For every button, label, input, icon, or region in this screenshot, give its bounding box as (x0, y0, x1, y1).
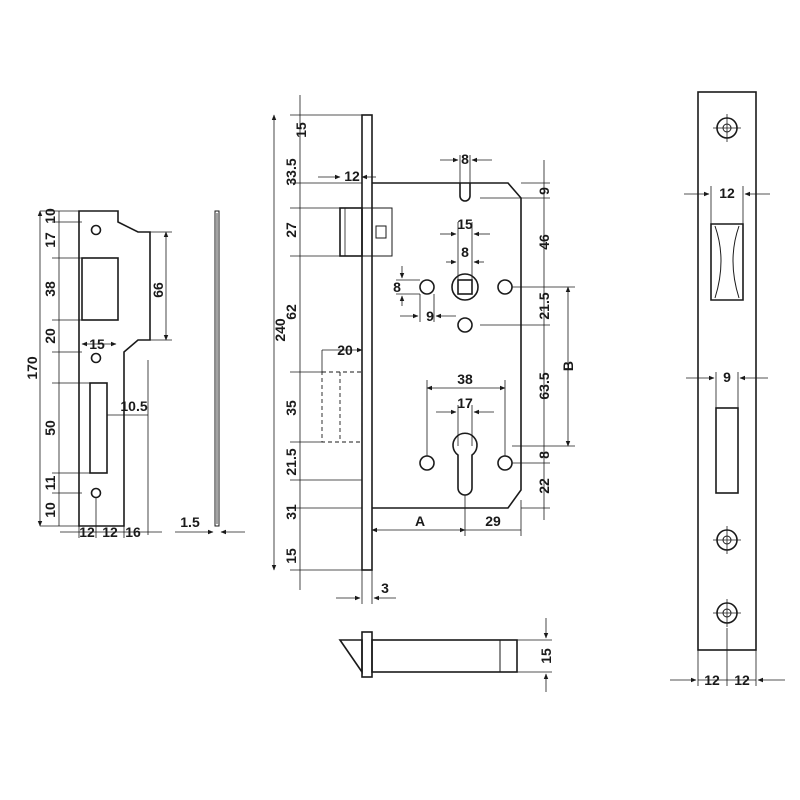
square-inner-label: 8 (461, 244, 469, 260)
screw-horizontal-label: 9 (426, 308, 434, 324)
strike-bolt-hole-label: 66 (150, 282, 166, 298)
screw-vertical-label: 8 (393, 279, 401, 295)
lock-overall-height-label: 240 (272, 318, 288, 342)
screw-hole-icon (90, 224, 102, 236)
cylinder-span-label: 38 (457, 371, 473, 387)
lock-right-seg-label: 21.5 (536, 292, 552, 319)
strike-side-view: 1.5 (175, 210, 245, 535)
lock-faceplate (361, 114, 373, 571)
faceplate-thickness-label: 3 (381, 580, 389, 596)
bolt-height-label: 15 (538, 648, 554, 664)
lock-seg-label: 15 (293, 122, 309, 138)
lock-seg-label: 27 (283, 222, 299, 238)
lock-seg-label: 62 (283, 304, 299, 320)
spindle-slot (459, 183, 471, 202)
lock-seg-label: 21.5 (283, 448, 299, 475)
screw-hole-icon (90, 487, 102, 499)
screw-hole-icon (90, 352, 102, 364)
lock-right-seg-label: 8 (536, 451, 552, 459)
lock-seg-label: 15 (283, 548, 299, 564)
square-size-label: 15 (457, 216, 473, 232)
lock-right-seg-label: 22 (536, 478, 552, 494)
lock-body: 240 15 33.5 27 62 35 21.5 31 15 12 20 3 … (271, 95, 576, 604)
strike-seg-label: 50 (42, 420, 58, 436)
strike-seg-label: 10 (42, 208, 58, 224)
deadbolt-ghost (321, 371, 363, 443)
lock-case-outline (372, 182, 522, 509)
strike-width-label: 16 (125, 524, 141, 540)
faceplate-slot-top-label: 12 (719, 185, 735, 201)
strike-width-label: 12 (102, 524, 118, 540)
lock-seg-label: 35 (283, 400, 299, 416)
latch-bolt (339, 207, 363, 257)
lock-seg-label: 33.5 (283, 158, 299, 185)
screw-hole-icon (419, 279, 435, 295)
strike-bolt-slot (89, 382, 108, 474)
faceplate-latch-slot (710, 223, 744, 301)
strike-seg-label: 17 (42, 232, 58, 248)
strike-slot-offset-label: 10.5 (120, 398, 147, 414)
latch-width-label: 12 (344, 168, 360, 184)
screw-hole-icon (457, 317, 473, 333)
lock-right-seg-label: 46 (536, 234, 552, 250)
faceplate-bolt-slot (715, 407, 739, 494)
lock-right-seg-label: 63.5 (536, 372, 552, 399)
follower-square (457, 279, 473, 295)
strike-overall-height-label: 170 (24, 356, 40, 380)
strike-side-profile (214, 210, 220, 527)
lock-seg-label: 31 (283, 504, 299, 520)
strike-seg-label: 10 (42, 502, 58, 518)
strike-gap-label: 15 (89, 336, 105, 352)
faceplate-view: 12 9 12 12 (670, 91, 785, 688)
distance-label: B (560, 361, 576, 371)
strike-seg-label: 11 (42, 475, 58, 490)
strike-width-label: 12 (79, 524, 95, 540)
cylinder-width-label: 17 (457, 395, 473, 411)
screw-hole-icon (497, 279, 513, 295)
faceplate-width-label: 12 (734, 672, 750, 688)
strike-seg-label: 38 (42, 281, 58, 297)
bolt-head (338, 639, 363, 675)
right-margin-label: 29 (485, 513, 501, 529)
strike-seg-label: 20 (42, 328, 58, 344)
screw-hole-icon (497, 455, 513, 471)
strike-latch-opening (81, 257, 119, 321)
bolt-body (371, 639, 518, 673)
bolt-side-view: 15 (338, 618, 554, 692)
faceplate-offset-label: 20 (337, 342, 353, 358)
backset-label: A (415, 513, 425, 529)
follower-ring (451, 273, 479, 301)
lock-right-seg-label: 9 (536, 187, 552, 195)
faceplate-slot-mid-label: 9 (723, 369, 731, 385)
faceplate-width-label: 12 (704, 672, 720, 688)
strike-thickness-label: 1.5 (180, 514, 200, 530)
strike-plate: 170 10 17 38 20 50 11 10 66 15 10.5 12 1… (24, 208, 172, 540)
spindle-pin-label: 8 (461, 151, 469, 167)
screw-hole-icon (419, 455, 435, 471)
cylinder-hole (452, 432, 478, 496)
